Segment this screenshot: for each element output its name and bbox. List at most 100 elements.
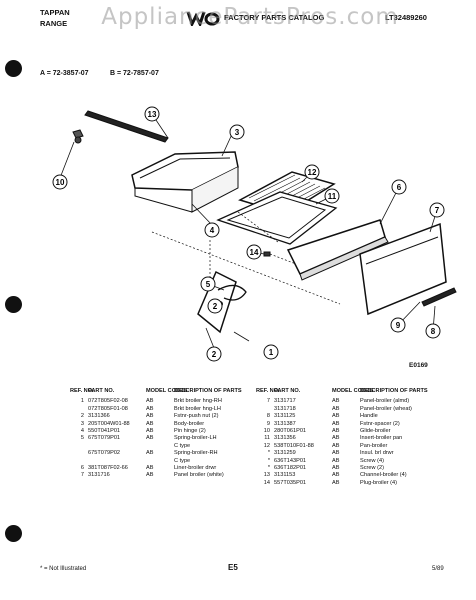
part-no-cell: 3131125: [274, 413, 296, 420]
part-no-cell: [88, 443, 146, 450]
callout-label: 1: [269, 348, 274, 357]
model-code-cell: [146, 458, 174, 465]
callout-label: 5: [206, 280, 211, 289]
part-no-cell: 072T805F02-08: [88, 398, 128, 405]
logo-icon: [186, 10, 220, 31]
ref-no-cell: *: [267, 450, 270, 457]
part-no-cell: 3131717: [274, 398, 296, 405]
header-ref-no: REF. NO.: [256, 388, 280, 394]
model-code-cell: AB: [332, 420, 340, 427]
catalog-title: FACTORY PARTS CATALOG: [224, 13, 325, 22]
callout-10: 10: [52, 174, 68, 190]
description-cell: Pan-broiler: [360, 442, 388, 449]
ref-no-cell: 11: [264, 435, 270, 442]
ref-no-cell: 1: [80, 398, 84, 405]
model-code-cell: AB: [332, 428, 340, 435]
ref-no-cell: 4: [80, 428, 84, 435]
model-code-cell: AB: [332, 442, 340, 449]
part-no-cell: 280T061P01: [274, 428, 307, 435]
broiler-glide-part: [72, 129, 84, 144]
description-cell: Fstnr-push nut (2): [174, 413, 219, 420]
ref-no-cell: 7: [266, 398, 270, 405]
ref-no-cell: 6: [80, 465, 84, 472]
description-cell: Panel broiler (white): [174, 472, 224, 479]
parts-table-right: REF. NO. PART NO. MODEL CODES DESCRIPTIO…: [256, 388, 444, 487]
callout-label: 4: [210, 226, 215, 235]
part-no-cell: 636T143P01: [274, 457, 307, 464]
callout-label: 6: [397, 183, 402, 192]
table-row: 10 280T061P01 AB Glide-broiler: [256, 428, 444, 435]
callout-12: 12: [304, 164, 320, 180]
brand-line-1: TAPPAN: [40, 8, 70, 17]
parts-table-left: REF. NO. PART NO. MODEL CODES DESCRIPTIO…: [70, 388, 258, 480]
callout-7: 7: [429, 202, 445, 218]
description-cell: Channel-broiler (4): [360, 472, 407, 479]
model-a: A = 72-3857-07: [40, 70, 89, 77]
catalog-number: LT32489260: [385, 13, 427, 22]
description-cell: Insert-broiler pan: [360, 435, 403, 442]
header-model-codes: MODEL CODES: [146, 388, 188, 394]
model-code-cell: AB: [146, 405, 154, 412]
part-no-cell: 3131716: [88, 472, 110, 479]
ref-no-cell: [70, 458, 88, 465]
model-code-cell: AB: [146, 420, 154, 427]
part-no-cell: 3131356: [274, 435, 296, 442]
callout-8: 8: [425, 323, 441, 339]
model-b: B = 72-7857-07: [110, 70, 159, 77]
part-no-cell: [88, 458, 146, 465]
part-no-cell: 550T041P01: [88, 428, 121, 435]
broiler-spring-part: [217, 284, 247, 301]
callout-2: 2: [207, 298, 223, 314]
callout-3: 3: [229, 124, 245, 140]
ref-no-cell: [70, 443, 88, 450]
part-no-cell: 675T079P01: [88, 435, 121, 442]
callout-label: 12: [308, 168, 317, 177]
callout-label: 14: [250, 248, 259, 257]
ref-no-cell: 5: [80, 435, 84, 442]
description-cell: C type: [174, 457, 191, 464]
part-no-cell: 072T805F01-08: [88, 405, 128, 412]
description-cell: Liner-broiler drwr: [174, 465, 217, 472]
part-no-cell: 557T035P01: [274, 479, 307, 486]
description-cell: Body-broiler: [174, 420, 205, 427]
model-code-cell: AB: [146, 398, 154, 405]
header-ref-no: REF. NO.: [70, 388, 94, 394]
page-number: E5: [228, 563, 238, 572]
header-model-codes: MODEL CODES: [332, 388, 374, 394]
description-cell: Pin hinge (2): [174, 428, 206, 435]
ref-no-cell: 10: [263, 428, 270, 435]
description-cell: Glide-broiler: [360, 428, 391, 435]
callout-label: 3: [235, 128, 240, 137]
broiler-plug-part: [263, 251, 271, 257]
callout-9: 9: [390, 317, 406, 333]
callout-6: 6: [391, 179, 407, 195]
watermark: AppliancePartsPros.com: [101, 4, 399, 30]
model-code-cell: AB: [332, 450, 340, 457]
description-cell: Handle: [360, 413, 378, 420]
callout-1: 1: [263, 344, 279, 360]
binder-hole-bottom: [5, 525, 22, 542]
model-code-cell: AB: [146, 435, 154, 442]
model-code-cell: [146, 443, 174, 450]
description-cell: Plug-broiler (4): [360, 479, 397, 486]
callout-label: 10: [56, 178, 65, 187]
ref-no-cell: *: [267, 465, 270, 472]
header-description: DESCRIPTION OF PARTS: [360, 388, 428, 394]
ref-no-cell: 8: [266, 413, 270, 420]
part-no-cell: 3131153: [274, 472, 296, 479]
callout-5: 5: [200, 276, 216, 292]
ref-no-cell: 2: [80, 413, 84, 420]
